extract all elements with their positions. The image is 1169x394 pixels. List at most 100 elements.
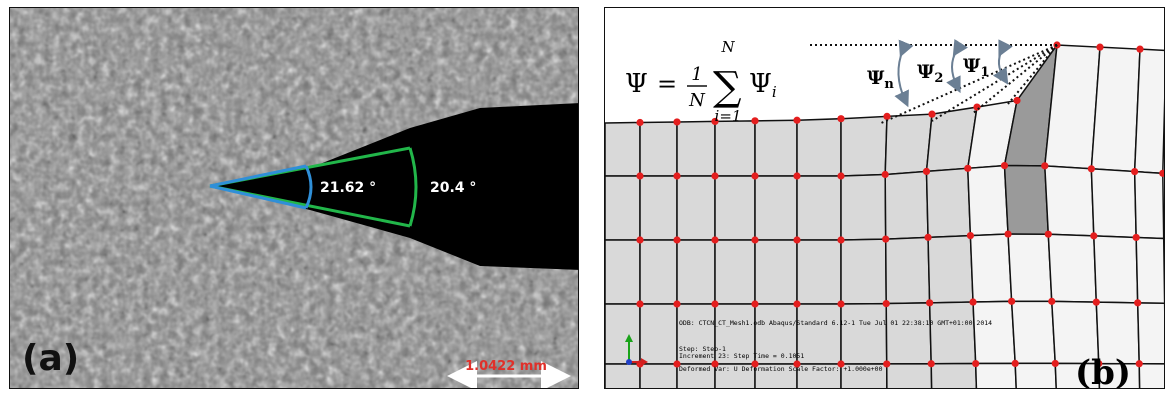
- mean-angle-formula: Ψ = 1 N ∑ N i=1 Ψi: [625, 38, 777, 125]
- mesh-element: [966, 164, 1009, 237]
- mesh-element: [885, 302, 932, 365]
- formula-equals: =: [657, 70, 677, 98]
- mesh-element: [639, 363, 678, 388]
- mesh-node: [673, 172, 681, 180]
- mesh-node: [711, 236, 719, 244]
- mesh-node: [881, 170, 889, 179]
- mesh-node: [837, 300, 845, 308]
- formula-denominator: N: [688, 90, 706, 111]
- info-line-increment: Increment 23: Step Time = 0.1051: [679, 352, 804, 360]
- axis-x-arrow: [641, 358, 648, 366]
- mesh-node: [793, 360, 801, 368]
- mesh-node: [966, 232, 975, 240]
- mesh-element: [796, 239, 842, 305]
- panel-b-mesh: Ψn Ψ2 Ψ1 Ψ = 1 N ∑ N i=1 Ψi ODB: CTCN_CT…: [604, 7, 1165, 389]
- mesh-node: [972, 359, 980, 368]
- mesh-node: [837, 360, 845, 368]
- mesh-node: [928, 110, 936, 118]
- mesh-node: [882, 300, 890, 308]
- mesh-element: [840, 238, 887, 305]
- mesh-element: [840, 115, 888, 177]
- mesh-node: [793, 172, 801, 180]
- mesh-element: [639, 239, 678, 305]
- mesh-node: [883, 112, 891, 120]
- mesh-node: [1092, 298, 1100, 306]
- mesh-node: [673, 360, 681, 368]
- mesh-element: [676, 363, 716, 388]
- mesh-element: [796, 363, 842, 388]
- outer-angle-value: 20.4 °: [430, 180, 476, 196]
- mesh-element: [676, 175, 716, 241]
- mesh-element: [969, 233, 1013, 303]
- inner-angle-value: 21.62 °: [320, 180, 376, 196]
- inner-angle-arc: [304, 165, 313, 209]
- mesh-node: [751, 236, 759, 244]
- mesh-node: [837, 115, 845, 123]
- mesh-element: [1007, 233, 1053, 303]
- formula-lhs: Ψ: [625, 69, 648, 99]
- mesh-node: [973, 103, 981, 111]
- panel-a-micrograph: 21.62 ° 20.4 ° 1.0422 mm (a): [9, 7, 579, 389]
- mesh-element: [639, 121, 678, 177]
- mesh-node: [673, 236, 681, 244]
- angle-n-arc: [894, 39, 914, 108]
- mesh-node: [636, 300, 644, 308]
- mesh-element: [796, 175, 842, 241]
- mesh-element: [605, 175, 641, 241]
- mesh-node: [1159, 169, 1164, 177]
- axis-y-arrow: [625, 334, 633, 342]
- mesh-node: [793, 300, 801, 308]
- mesh-node: [837, 236, 845, 244]
- mesh-node: [1044, 230, 1052, 238]
- mesh-node: [636, 118, 644, 127]
- mesh-node: [1011, 359, 1019, 368]
- mesh-element: [1044, 165, 1095, 237]
- mesh-node: [1136, 45, 1144, 53]
- mesh-node: [969, 298, 977, 306]
- mesh-element: [605, 239, 641, 305]
- mesh-node: [711, 360, 719, 368]
- mesh-node: [1131, 167, 1139, 176]
- inner-angle-upper-line: [209, 164, 307, 188]
- mesh-element: [1135, 236, 1164, 305]
- mesh-node: [882, 235, 890, 243]
- axis-triad: [625, 334, 648, 366]
- axis-z-dot: [626, 359, 632, 365]
- mesh-element: [840, 173, 887, 241]
- info-line-odb: ODB: CTCN_CT_Mesh1.odb Abaqus/Standard 6…: [679, 319, 992, 327]
- mesh-element: [1097, 362, 1141, 388]
- mesh-element: [1133, 48, 1164, 175]
- mesh-element: [884, 113, 933, 176]
- mesh-element: [1090, 167, 1137, 239]
- outer-angle-arc: [408, 147, 418, 227]
- mesh-node: [837, 172, 845, 180]
- crack-region: [210, 103, 578, 270]
- mesh-element: [714, 239, 756, 305]
- mesh-element: [1003, 164, 1050, 235]
- mesh-element: [605, 121, 641, 177]
- mesh-node: [636, 236, 644, 244]
- mesh-element: [605, 363, 641, 388]
- mesh-element: [639, 303, 678, 365]
- formula-sum-upper: N: [720, 38, 735, 56]
- mesh-element: [885, 362, 933, 388]
- mesh-element: [974, 362, 1017, 388]
- mesh-node: [1008, 297, 1016, 305]
- mesh-node: [751, 117, 759, 125]
- mesh-element: [796, 117, 842, 177]
- angle-2-dotted-line: [931, 44, 1058, 122]
- mesh-node: [1004, 230, 1012, 238]
- mesh-node: [711, 300, 719, 308]
- mesh-node: [1013, 96, 1021, 105]
- mesh-element: [605, 303, 641, 365]
- mesh-nodes: [636, 41, 1164, 368]
- mesh-node: [1087, 165, 1095, 173]
- angle-1-arc: [992, 39, 1013, 85]
- angle-label-1: Ψ1: [963, 55, 989, 80]
- angle-2-arc: [946, 38, 969, 94]
- formula-numerator: 1: [691, 64, 702, 85]
- mesh-element: [1014, 362, 1057, 388]
- mesh-node: [883, 360, 891, 368]
- angle-label-2: Ψ2: [917, 61, 943, 86]
- mesh-node: [1041, 162, 1049, 170]
